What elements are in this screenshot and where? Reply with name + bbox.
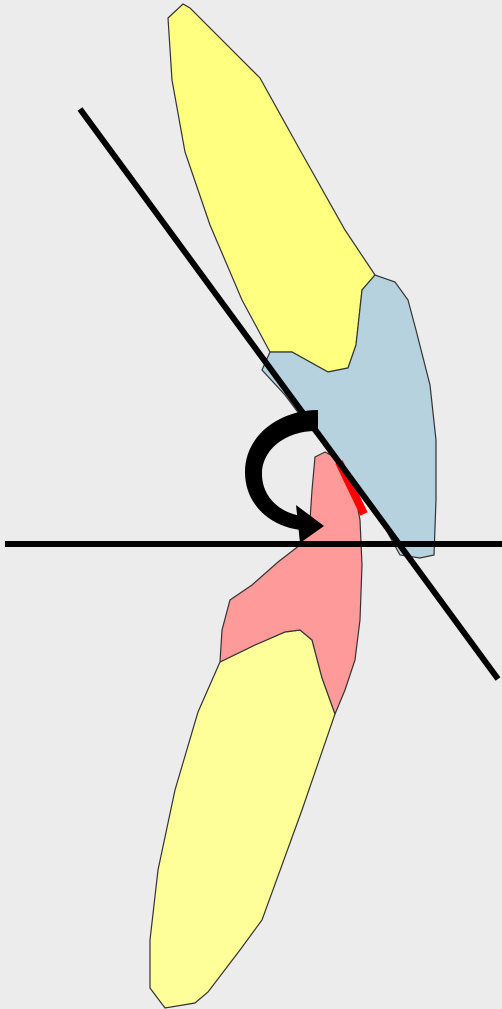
lower-tooth-root	[219, 451, 363, 716]
curved-rotation-arrow-icon	[245, 410, 324, 543]
incisal-guidance-line	[77, 107, 501, 681]
